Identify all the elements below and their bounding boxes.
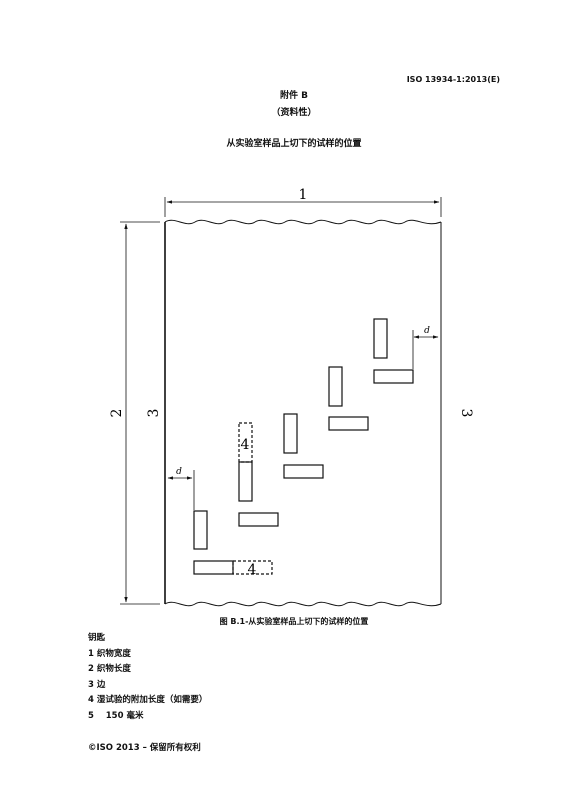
bottom-wavy-cut [164,601,442,607]
specimen-vertical-1 [193,510,208,550]
specimen-vertical-4 [328,366,343,407]
annex-label: 附件 B [280,91,308,101]
specimen-horizontal-1 [193,560,234,575]
specimen-vertical-5 [373,318,388,359]
specimen-horizontal-5 [373,369,414,384]
distance-d-right [412,330,439,369]
specimen-vertical-3 [283,413,298,454]
annex-title: 从实验室样品上切下的试样的位置 [226,139,362,149]
key-item: 3 边 [88,679,106,690]
distance-d-right-label: d [424,326,430,336]
extra-length-label-vertical: 4 [241,437,250,453]
specimen-vertical-2 [238,461,253,502]
fabric-sample [164,219,442,607]
extra-length-label-horizontal: 4 [248,562,257,578]
length-dimension [120,221,160,605]
specimen-extra-length-vertical [238,422,253,463]
copyright-notice: ©ISO 2013 – 保留所有权利 [88,743,201,753]
specimen-horizontal-4 [328,416,369,431]
width-dimension [164,197,442,217]
figure-key: 钥匙 1 织物宽度 2 织物长度 3 边 4 湿试验的附加长度（如需要） 5 1… [88,631,207,724]
key-item: 4 湿试验的附加长度（如需要） [88,695,208,705]
right-edge-label: 3 [458,409,474,418]
key-heading: 钥匙 [88,633,106,643]
key-item: 5 150 毫米 [88,710,144,721]
key-item: 2 织物长度 [88,664,131,674]
annex-type: （资料性） [271,108,317,118]
distance-d-left-label: d [176,467,182,477]
specimen-extra-length-horizontal [232,560,273,575]
key-item: 1 织物宽度 [88,648,131,659]
figure-caption: 图 B.1-从实验室样品上切下的试样的位置 [219,617,369,626]
width-label: 1 [299,187,308,203]
left-edge-label: 3 [146,409,162,418]
distance-d-left [167,470,195,510]
specimen-horizontal-3 [283,464,324,479]
specimens [193,318,414,575]
standard-reference: ISO 13934-1:2013(E) [406,75,500,84]
specimen-horizontal-2 [238,512,279,527]
top-wavy-cut [164,219,442,225]
length-label: 2 [109,409,125,418]
